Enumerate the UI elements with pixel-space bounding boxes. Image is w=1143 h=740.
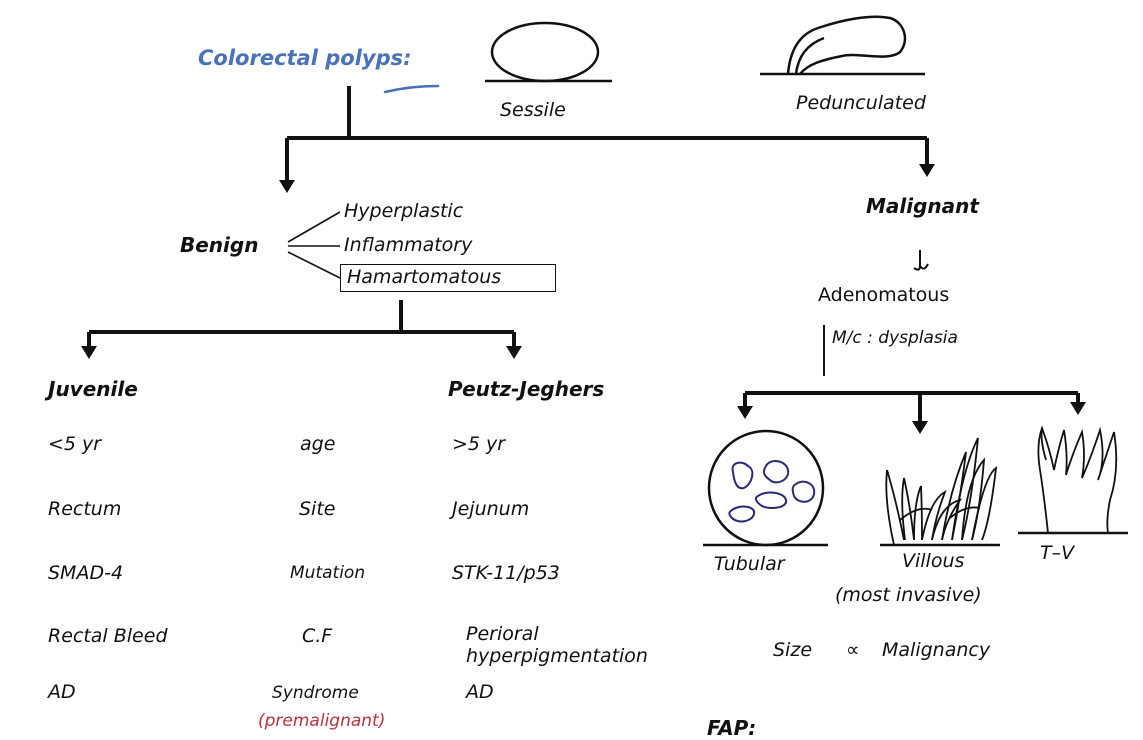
juvenile-clinical-feature: Rectal Bleed xyxy=(48,625,168,647)
dysplasia-note: M/c : dysplasia xyxy=(832,328,958,348)
pj-age: >5 yr xyxy=(452,433,506,455)
sessile-label: Sessile xyxy=(500,99,566,121)
row-label-clinical-feature: C.F xyxy=(302,625,333,647)
size-label: Size xyxy=(773,639,813,661)
juvenile-age: <5 yr xyxy=(48,433,102,455)
sessile-polyp-drawing xyxy=(485,21,612,83)
tubulovillous-label: T–V xyxy=(1040,542,1075,564)
peutz-jeghers-heading: Peutz-Jeghers xyxy=(448,377,605,401)
benign-type-hamartomatous: Hamartomatous xyxy=(340,264,556,292)
pj-clinical-feature: Perioral xyxy=(466,623,539,645)
benign-label: Benign xyxy=(180,233,259,257)
benign-type-hyperplastic: Hyperplastic xyxy=(344,200,464,222)
row-label-site: Site xyxy=(299,498,336,520)
juvenile-heading: Juvenile xyxy=(48,377,138,401)
benign-type-inflammatory: Inflammatory xyxy=(344,234,473,256)
adenomatous-label: Adenomatous xyxy=(818,284,950,306)
fap-heading: FAP: xyxy=(707,716,757,740)
title-underline xyxy=(383,84,440,94)
malignancy-label: Malignancy xyxy=(882,639,991,661)
pedunculated-label: Pedunculated xyxy=(796,92,926,114)
premalignant-note: (premalignant) xyxy=(258,711,386,731)
row-label-syndrome: Syndrome xyxy=(272,683,359,703)
juvenile-site: Rectum xyxy=(48,498,122,520)
row-label-age: age xyxy=(300,433,336,455)
villous-adenoma-drawing xyxy=(880,437,1000,547)
tubular-label: Tubular xyxy=(714,553,785,575)
villous-note: (most invasive) xyxy=(835,584,982,606)
pj-inheritance: AD xyxy=(466,681,494,703)
pj-mutation: STK-11/p53 xyxy=(452,562,560,584)
pj-clinical-feature-cont: hyperpigmentation xyxy=(466,645,648,667)
proportional-symbol: ∝ xyxy=(846,639,860,661)
page-title: Colorectal polyps: xyxy=(198,46,412,70)
villous-label: Villous xyxy=(902,550,965,572)
malignant-label: Malignant xyxy=(866,194,979,218)
juvenile-mutation: SMAD-4 xyxy=(48,562,124,584)
pj-site: Jejunum xyxy=(452,498,530,520)
row-label-mutation: Mutation xyxy=(290,563,366,583)
malignant-down-arrow xyxy=(913,250,929,271)
tubular-adenoma-drawing xyxy=(703,429,828,547)
juvenile-inheritance: AD xyxy=(48,681,76,703)
pedunculated-polyp-drawing xyxy=(760,15,925,76)
tubulovillous-adenoma-drawing xyxy=(1018,425,1128,535)
